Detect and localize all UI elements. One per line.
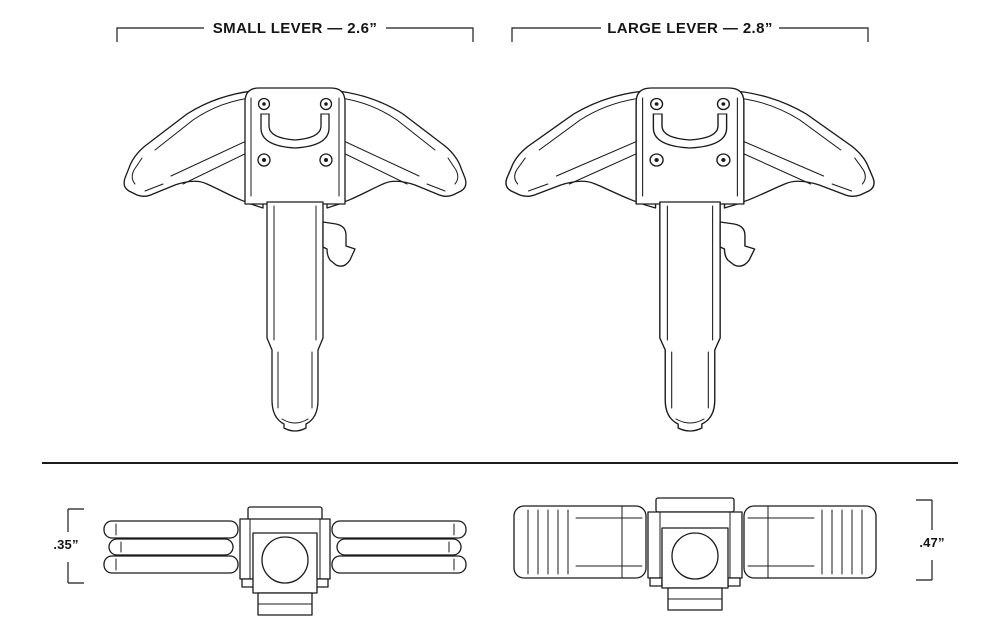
large-lever-front-view [513, 497, 877, 611]
small-lever-front-view [103, 506, 467, 616]
roll-pin-hole [671, 532, 719, 580]
large-lever-dimension-callout: LARGE LEVER — 2.8” [511, 20, 869, 42]
small-lever-label: SMALL LEVER — 2.6” [213, 20, 377, 37]
large-lever-top-view [506, 88, 874, 431]
large-lever-label: LARGE LEVER — 2.8” [607, 20, 773, 37]
large-thickness-dimension-callout: .47” [916, 499, 944, 581]
large-thickness-label: .47” [919, 535, 944, 550]
roll-pin-hole [261, 536, 309, 584]
small-thickness-dimension-callout: .35” [53, 508, 84, 584]
small-lever-dimension-callout: SMALL LEVER — 2.6” [116, 20, 474, 42]
small-lever-top-view [124, 88, 466, 431]
small-thickness-label: .35” [53, 537, 78, 552]
